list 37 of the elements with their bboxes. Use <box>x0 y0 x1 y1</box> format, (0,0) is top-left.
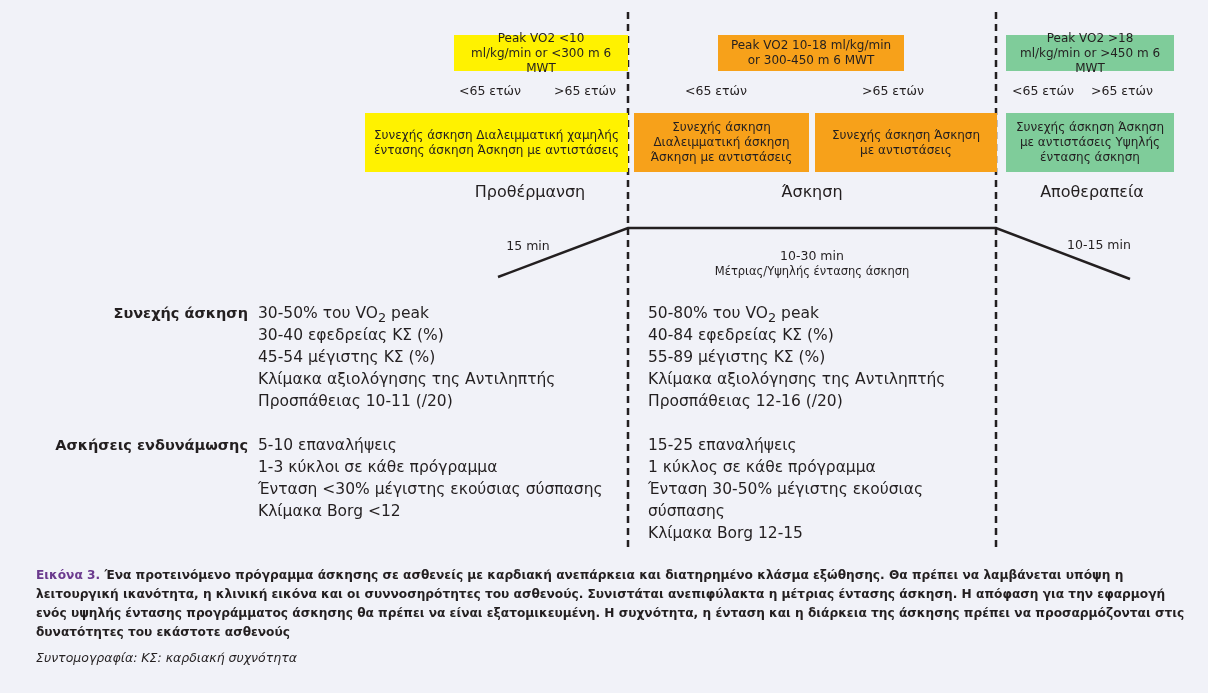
row-heading: Συνεχής άσκηση <box>113 304 248 323</box>
duration-label: 10-15 min <box>1067 237 1131 252</box>
age-label: >65 ετών <box>861 83 925 98</box>
criterion-text: 50-80% του VO$_{2}$ peak <box>648 303 819 327</box>
age-label: <65 ετών <box>1011 83 1075 98</box>
row-heading: Ασκήσεις ενδυνάμωσης <box>55 436 248 455</box>
exercise-box: Συνεχής άσκηση Άσκηση με αντιστάσεις <box>815 113 997 172</box>
criterion-text: Κλίμακα αξιολόγησης της Αντιληπτής Προσπάθειας 12-16 (/20) <box>648 369 947 412</box>
criterion-text: 30-40 εφεδρείας ΚΣ (%) <box>258 325 444 346</box>
age-label: >65 ετών <box>553 83 617 98</box>
criterion-text: 30-50% του VO$_{2}$ peak <box>258 303 429 327</box>
exercise-box: Συνεχής άσκηση Άσκηση με αντιστάσεις Υψηλής έντασης άσκηση <box>1006 113 1174 172</box>
age-label: >65 ετών <box>1090 83 1154 98</box>
phase-label: Άσκηση <box>781 182 843 201</box>
phase-label: Αποθεραπεία <box>1040 182 1144 201</box>
exercise-box: Συνεχής άσκηση Διαλειμματική χαμηλής έντασης άσκηση Άσκηση με αντιστάσεις <box>365 113 628 172</box>
criteria-box: Peak VO2 10-18 ml/kg/min or 300-450 m 6 MWT <box>718 35 904 71</box>
criterion-text: Ένταση 30-50% μέγιστης εκούσιας σύσπασης <box>648 479 925 522</box>
abbreviation-note: Συντομογραφία: ΚΣ: καρδιακή συχνότητα <box>36 650 297 665</box>
duration-label: Μέτριας/Υψηλής έντασης άσκηση <box>714 264 910 278</box>
age-label: <65 ετών <box>458 83 522 98</box>
criterion-text: Κλίμακα Borg <12 <box>258 501 401 522</box>
criterion-text: 1-3 κύκλοι σε κάθε πρόγραμμα <box>258 457 498 478</box>
criterion-text: 45-54 μέγιστης ΚΣ (%) <box>258 347 436 368</box>
criterion-text: 40-84 εφεδρείας ΚΣ (%) <box>648 325 834 346</box>
duration-label: 15 min <box>506 238 550 253</box>
criterion-text: Κλίμακα αξιολόγησης της Αντιληπτής Προσπάθειας 10-11 (/20) <box>258 369 557 412</box>
criterion-text: 5-10 επαναλήψεις <box>258 435 397 456</box>
age-label: <65 ετών <box>684 83 748 98</box>
duration-label: 10-30 min <box>780 248 844 263</box>
criterion-text: Κλίμακα Borg 12-15 <box>648 523 803 544</box>
exercise-box: Συνεχής άσκηση Διαλειμματική άσκηση Άσκηση με αντιστάσεις <box>634 113 809 172</box>
figure-caption: Εικόνα 3. Ένα προτεινόμενο πρόγραμμα άσκησης σε ασθενείς με καρδιακή ανεπάρκεια και διατηρημένο κλάσμα εξώθησης. Θα πρέπει να λαμβάνεται υπόψη η λειτουργική ικανότητα, η κλινική εικόνα και οι συννοσηρότητες του ασθενούς. Συνιστάται ανεπιφύλακτα η μέτριας έντασης άσκηση. Η απόφαση για την εφαρμογή ενός υψηλής έντασης προγράμματος άσκησης θα πρέπει να είναι εξατομικευμένη. Η συχνότητα, η ένταση και η διάρκεια της άσκησης πρέπει να προσαρμόζονται στις δυνατότητες του εκάστοτε ασθενούς <box>36 567 1186 641</box>
criterion-text: 1 κύκλος σε κάθε πρόγραμμα <box>648 457 876 478</box>
criterion-text: 15-25 επαναλήψεις <box>648 435 797 456</box>
criterion-text: Ένταση <30% μέγιστης εκούσιας σύσπασης <box>258 479 603 500</box>
criterion-text: 55-89 μέγιστης ΚΣ (%) <box>648 347 826 368</box>
